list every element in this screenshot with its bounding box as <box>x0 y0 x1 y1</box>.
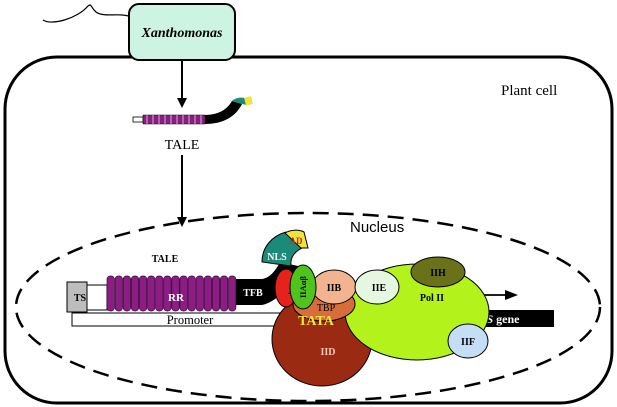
rr-repeat-segment <box>171 275 180 312</box>
factor-iib-label: IIB <box>327 283 342 294</box>
ad-domain <box>284 229 309 249</box>
tale-label-nucleus: TALE <box>152 254 179 265</box>
rr-repeat-segment <box>220 275 229 312</box>
tale-protein-small <box>132 96 253 125</box>
ts-connector <box>86 284 108 311</box>
rr-label: RR <box>168 292 185 304</box>
factor-iif-label: IIF <box>461 337 475 348</box>
factor-iia-alpha-beta <box>289 264 317 310</box>
s-gene-label: S gene <box>486 312 520 326</box>
ts-label: TS <box>74 293 87 304</box>
nucleus-label: Nucleus <box>350 219 404 236</box>
promoter-label: Promoter <box>167 313 214 327</box>
tale-protein-bound: TS RR TFB NLS AD <box>66 229 309 313</box>
transcription-start-arrowhead <box>505 290 518 300</box>
factor-tbp-label: TBP <box>317 303 336 314</box>
factor-iid-label: IID <box>320 347 335 358</box>
s-gene-bar <box>468 310 554 327</box>
rr-repeat-domain <box>106 275 237 312</box>
plant-cell-label: Plant cell <box>501 83 557 99</box>
nls-label: NLS <box>267 252 287 263</box>
rr-repeat-segment <box>187 275 196 312</box>
tale-label-top: TALE <box>165 138 200 153</box>
factor-iih-label: IIH <box>430 268 446 279</box>
ad-label: AD <box>290 236 303 246</box>
xanthomonas-label: Xanthomonas <box>141 26 223 41</box>
rr-repeat-segment <box>195 275 204 312</box>
rr-repeat-segment <box>122 275 131 312</box>
factor-iia-alpha-beta-label: IIAαβ <box>298 275 308 297</box>
rr-repeat-segment <box>106 275 115 312</box>
rr-repeat-segment <box>163 275 172 312</box>
factor-iif <box>447 323 489 359</box>
rr-repeat-segment <box>203 275 212 312</box>
tata-box-label: TATA <box>298 314 335 329</box>
nucleus-envelope <box>14 211 602 403</box>
factor-iie-label: IIE <box>372 283 387 294</box>
s-gene-italic: S <box>486 312 493 326</box>
factor-iie <box>354 269 400 305</box>
factor-pol2-label: Pol II <box>420 293 444 304</box>
pathogen-flagellum <box>42 4 132 23</box>
rr-repeat-segment <box>155 275 164 312</box>
rr-repeat-segment <box>114 275 123 312</box>
rr-repeat-segment <box>179 275 188 312</box>
rr-repeat-segment <box>139 275 148 312</box>
rr-repeat-segment <box>211 275 221 312</box>
s-gene-suffix: gene <box>493 312 520 326</box>
rr-repeat-segment <box>228 275 237 312</box>
tfb-label: TFB <box>243 288 263 299</box>
factor-iih <box>410 256 466 288</box>
rr-repeat-segment <box>130 275 140 312</box>
rr-repeat-segment <box>147 275 156 312</box>
